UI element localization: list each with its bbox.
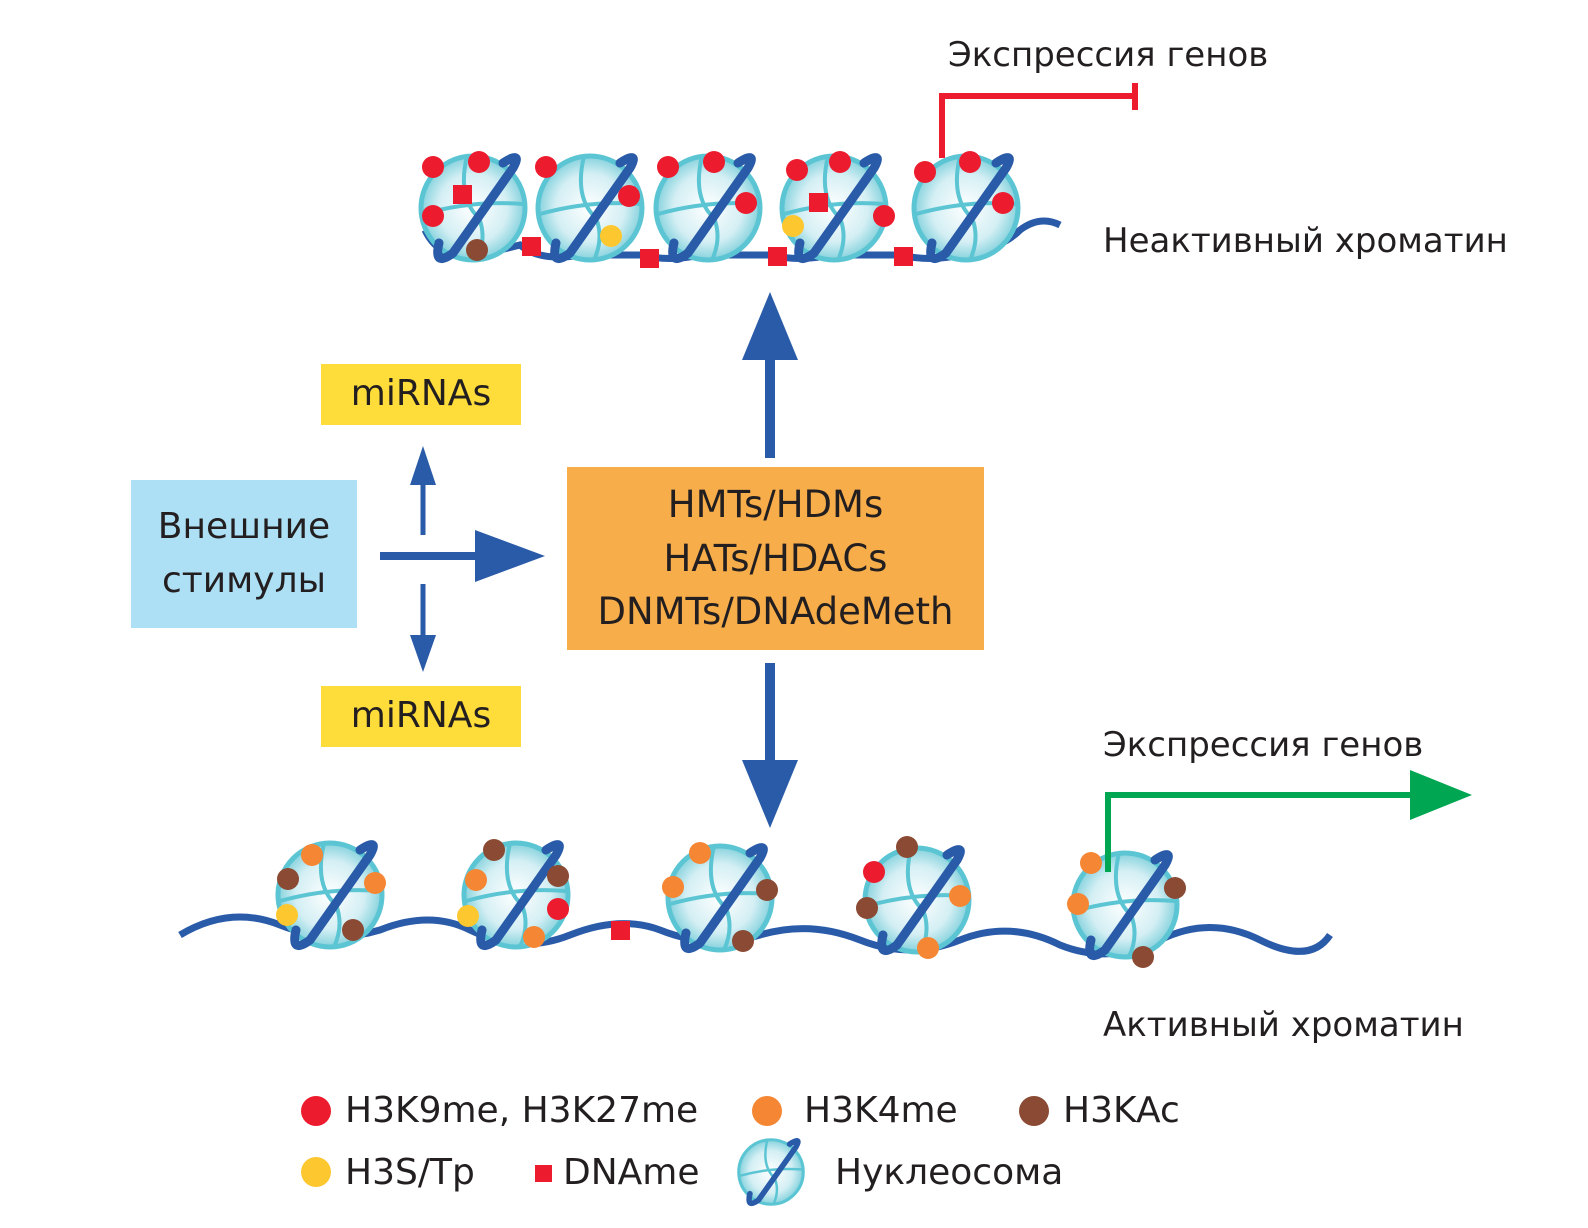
- activation-arrowhead: [1410, 770, 1472, 820]
- h3k9-mark: [703, 151, 725, 173]
- h3kac-mark: [732, 930, 754, 952]
- legend-yellow-dot-icon: [301, 1157, 331, 1187]
- legend-h3k9-label: H3K9me, H3K27me: [345, 1090, 699, 1131]
- legend-nucleosome-icon: [739, 1140, 803, 1204]
- active-marks: [276, 836, 1186, 968]
- activation-arrow: [1105, 792, 1420, 872]
- nucleosome-active-1: [278, 843, 382, 947]
- h3k9-mark: [873, 205, 895, 227]
- h3k9-mark: [959, 151, 981, 173]
- dname-mark: [522, 237, 541, 256]
- h3kac-mark: [466, 239, 488, 261]
- dname-mark: [768, 247, 787, 266]
- mirna-bottom-box: miRNAs: [321, 686, 521, 747]
- h3kac-mark: [896, 836, 918, 858]
- active-expression-label: Экспрессия генов: [1103, 725, 1424, 765]
- h3kac-mark: [277, 868, 299, 890]
- h3k4-mark: [1080, 852, 1102, 874]
- mirna-top-label: miRNAs: [350, 373, 492, 415]
- h3k4-mark: [689, 842, 711, 864]
- nucleosome-active-3: [668, 846, 772, 950]
- active-chromatin-label: Активный хроматин: [1103, 1005, 1464, 1045]
- h3k9-mark: [914, 161, 936, 183]
- stimuli-line-2: стимулы: [161, 560, 327, 601]
- h3k4-mark: [301, 844, 323, 866]
- h3kac-mark: [856, 897, 878, 919]
- h3kac-mark: [342, 919, 364, 941]
- enzymes-box: HMTs/HDMs HATs/HDACs DNMTs/DNAdeMeth: [567, 467, 984, 650]
- stimuli-line-1: Внешние: [157, 506, 331, 547]
- mirna-top-box: miRNAs: [321, 364, 521, 425]
- legend-brown-dot-icon: [1019, 1096, 1049, 1126]
- enzymes-line-1: HMTs/HDMs: [667, 483, 884, 527]
- h3k9-mark: [618, 185, 640, 207]
- dname-mark: [611, 921, 630, 940]
- h3k9-mark: [468, 151, 490, 173]
- h3k4-mark: [662, 876, 684, 898]
- h3k4-mark: [364, 872, 386, 894]
- h3k9-mark: [863, 861, 885, 883]
- h3k9-mark: [547, 898, 569, 920]
- h3k4-mark: [465, 869, 487, 891]
- h3st-mark: [600, 225, 622, 247]
- mirna-bottom-label: miRNAs: [350, 695, 492, 737]
- nucleosome-active-2: [464, 843, 568, 947]
- h3st-mark: [457, 905, 479, 927]
- h3k9-mark: [535, 156, 557, 178]
- legend-orange-dot-icon: [752, 1096, 782, 1126]
- h3k9-mark: [992, 192, 1014, 214]
- h3k9-mark: [829, 151, 851, 173]
- h3k9-mark: [786, 159, 808, 181]
- arrows: [380, 292, 798, 828]
- inactive-marks: [422, 151, 1014, 268]
- enzymes-line-2: HATs/HDACs: [663, 536, 888, 580]
- h3st-mark: [276, 904, 298, 926]
- legend-dname-label: DNAme: [563, 1152, 700, 1193]
- legend-h3k4-label: H3K4me: [804, 1090, 958, 1131]
- enzymes-line-3: DNMTs/DNAdeMeth: [597, 590, 954, 634]
- h3k4-mark: [523, 926, 545, 948]
- h3k4-mark: [1067, 893, 1089, 915]
- h3k9-mark: [422, 156, 444, 178]
- legend-red-dot-icon: [301, 1096, 331, 1126]
- legend-red-square-icon: [535, 1165, 552, 1182]
- h3k4-mark: [949, 885, 971, 907]
- inactive-expression-label: Экспрессия генов: [948, 35, 1269, 75]
- h3kac-mark: [1164, 877, 1186, 899]
- h3st-mark: [782, 215, 804, 237]
- dname-mark: [640, 249, 659, 268]
- repression-line: [939, 83, 1138, 158]
- external-stimuli-box: Внешние стимулы: [131, 480, 357, 628]
- h3k9-mark: [735, 192, 757, 214]
- dname-mark: [894, 247, 913, 266]
- h3kac-mark: [483, 839, 505, 861]
- dname-mark: [453, 185, 472, 204]
- legend-nucleosome-label: Нуклеосома: [835, 1152, 1064, 1193]
- h3kac-mark: [547, 865, 569, 887]
- dname-mark: [809, 193, 828, 212]
- h3kac-mark: [1132, 946, 1154, 968]
- h3k9-mark: [422, 205, 444, 227]
- h3kac-mark: [756, 879, 778, 901]
- legend-h3st-label: H3S/Tp: [345, 1152, 475, 1193]
- h3k9-mark: [657, 156, 679, 178]
- legend-h3kac-label: H3KAc: [1063, 1090, 1180, 1131]
- inactive-chromatin-label: Неактивный хроматин: [1103, 221, 1508, 261]
- h3k4-mark: [917, 937, 939, 959]
